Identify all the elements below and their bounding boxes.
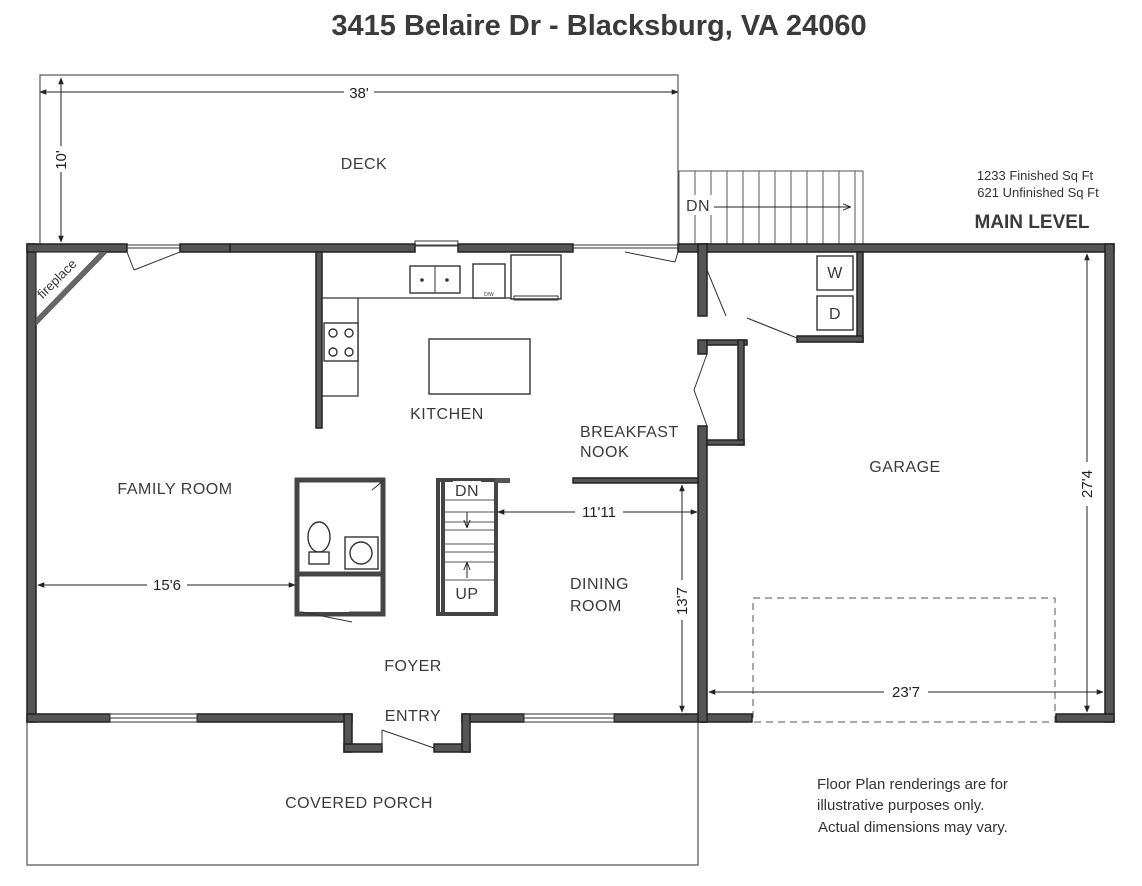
unfinished-sqft: 621 Unfinished Sq Ft bbox=[977, 185, 1099, 200]
garage-car-outline bbox=[752, 597, 1056, 723]
fireplace: fireplace bbox=[34, 251, 109, 327]
stairs-up-label: UP bbox=[455, 586, 478, 603]
deck-stairs: DN bbox=[678, 170, 864, 245]
deck: 38' 10' DECK bbox=[39, 74, 679, 246]
family-width-dimension: 15'6 bbox=[153, 577, 181, 594]
nook-divider bbox=[572, 477, 699, 484]
doors bbox=[126, 251, 727, 749]
dryer-label: D bbox=[829, 306, 841, 323]
family-room-label: FAMILY ROOM bbox=[117, 481, 232, 498]
covered-porch: COVERED PORCH bbox=[26, 718, 699, 866]
exterior-walls bbox=[26, 243, 1115, 753]
disclaimer-line1: Floor Plan renderings are for bbox=[817, 776, 1008, 793]
deck-width-dimension: 38' bbox=[349, 85, 369, 102]
laundry: W D bbox=[706, 251, 864, 446]
deck-depth-dimension: 10' bbox=[53, 150, 70, 170]
interior-stairs: DN UP bbox=[436, 478, 510, 616]
powder-room bbox=[294, 477, 386, 623]
breakfast-nook-label-line1: BREAKFAST bbox=[580, 424, 679, 441]
dining-depth-dimension: 13'7 bbox=[674, 587, 691, 615]
garage-label: GARAGE bbox=[869, 459, 940, 476]
dining-room-label-line2: ROOM bbox=[570, 598, 622, 615]
dishwasher-label: D/W bbox=[484, 292, 494, 298]
disclaimer-line2: illustrative purposes only. bbox=[817, 797, 984, 814]
garage-depth-dimension: 27'4 bbox=[1079, 470, 1096, 498]
windows bbox=[109, 240, 678, 723]
level-name: MAIN LEVEL bbox=[974, 212, 1089, 233]
finished-sqft: 1233 Finished Sq Ft bbox=[977, 168, 1094, 183]
dimension-lines: 15'6 11'11 13'7 23'7 27'4 bbox=[37, 253, 1104, 713]
page-title: 3415 Belaire Dr - Blacksburg, VA 24060 bbox=[331, 10, 866, 42]
dining-room-label-line1: DINING bbox=[570, 576, 629, 593]
kitchen-fixtures: D/W bbox=[315, 251, 562, 429]
dining-width-dimension: 11'11 bbox=[582, 504, 616, 521]
deck-stairs-down-label: DN bbox=[686, 198, 710, 215]
stairs-down-label: DN bbox=[455, 483, 479, 500]
covered-porch-label: COVERED PORCH bbox=[285, 795, 433, 812]
disclaimer-line3: Actual dimensions may vary. bbox=[818, 819, 1008, 836]
entry-label: ENTRY bbox=[385, 708, 441, 725]
garage-width-dimension: 23'7 bbox=[892, 684, 920, 701]
washer-label: W bbox=[827, 265, 843, 282]
foyer-label: FOYER bbox=[384, 658, 442, 675]
kitchen-label: KITCHEN bbox=[410, 406, 484, 423]
deck-label: DECK bbox=[341, 156, 387, 173]
breakfast-nook-label-line2: NOOK bbox=[580, 444, 629, 461]
